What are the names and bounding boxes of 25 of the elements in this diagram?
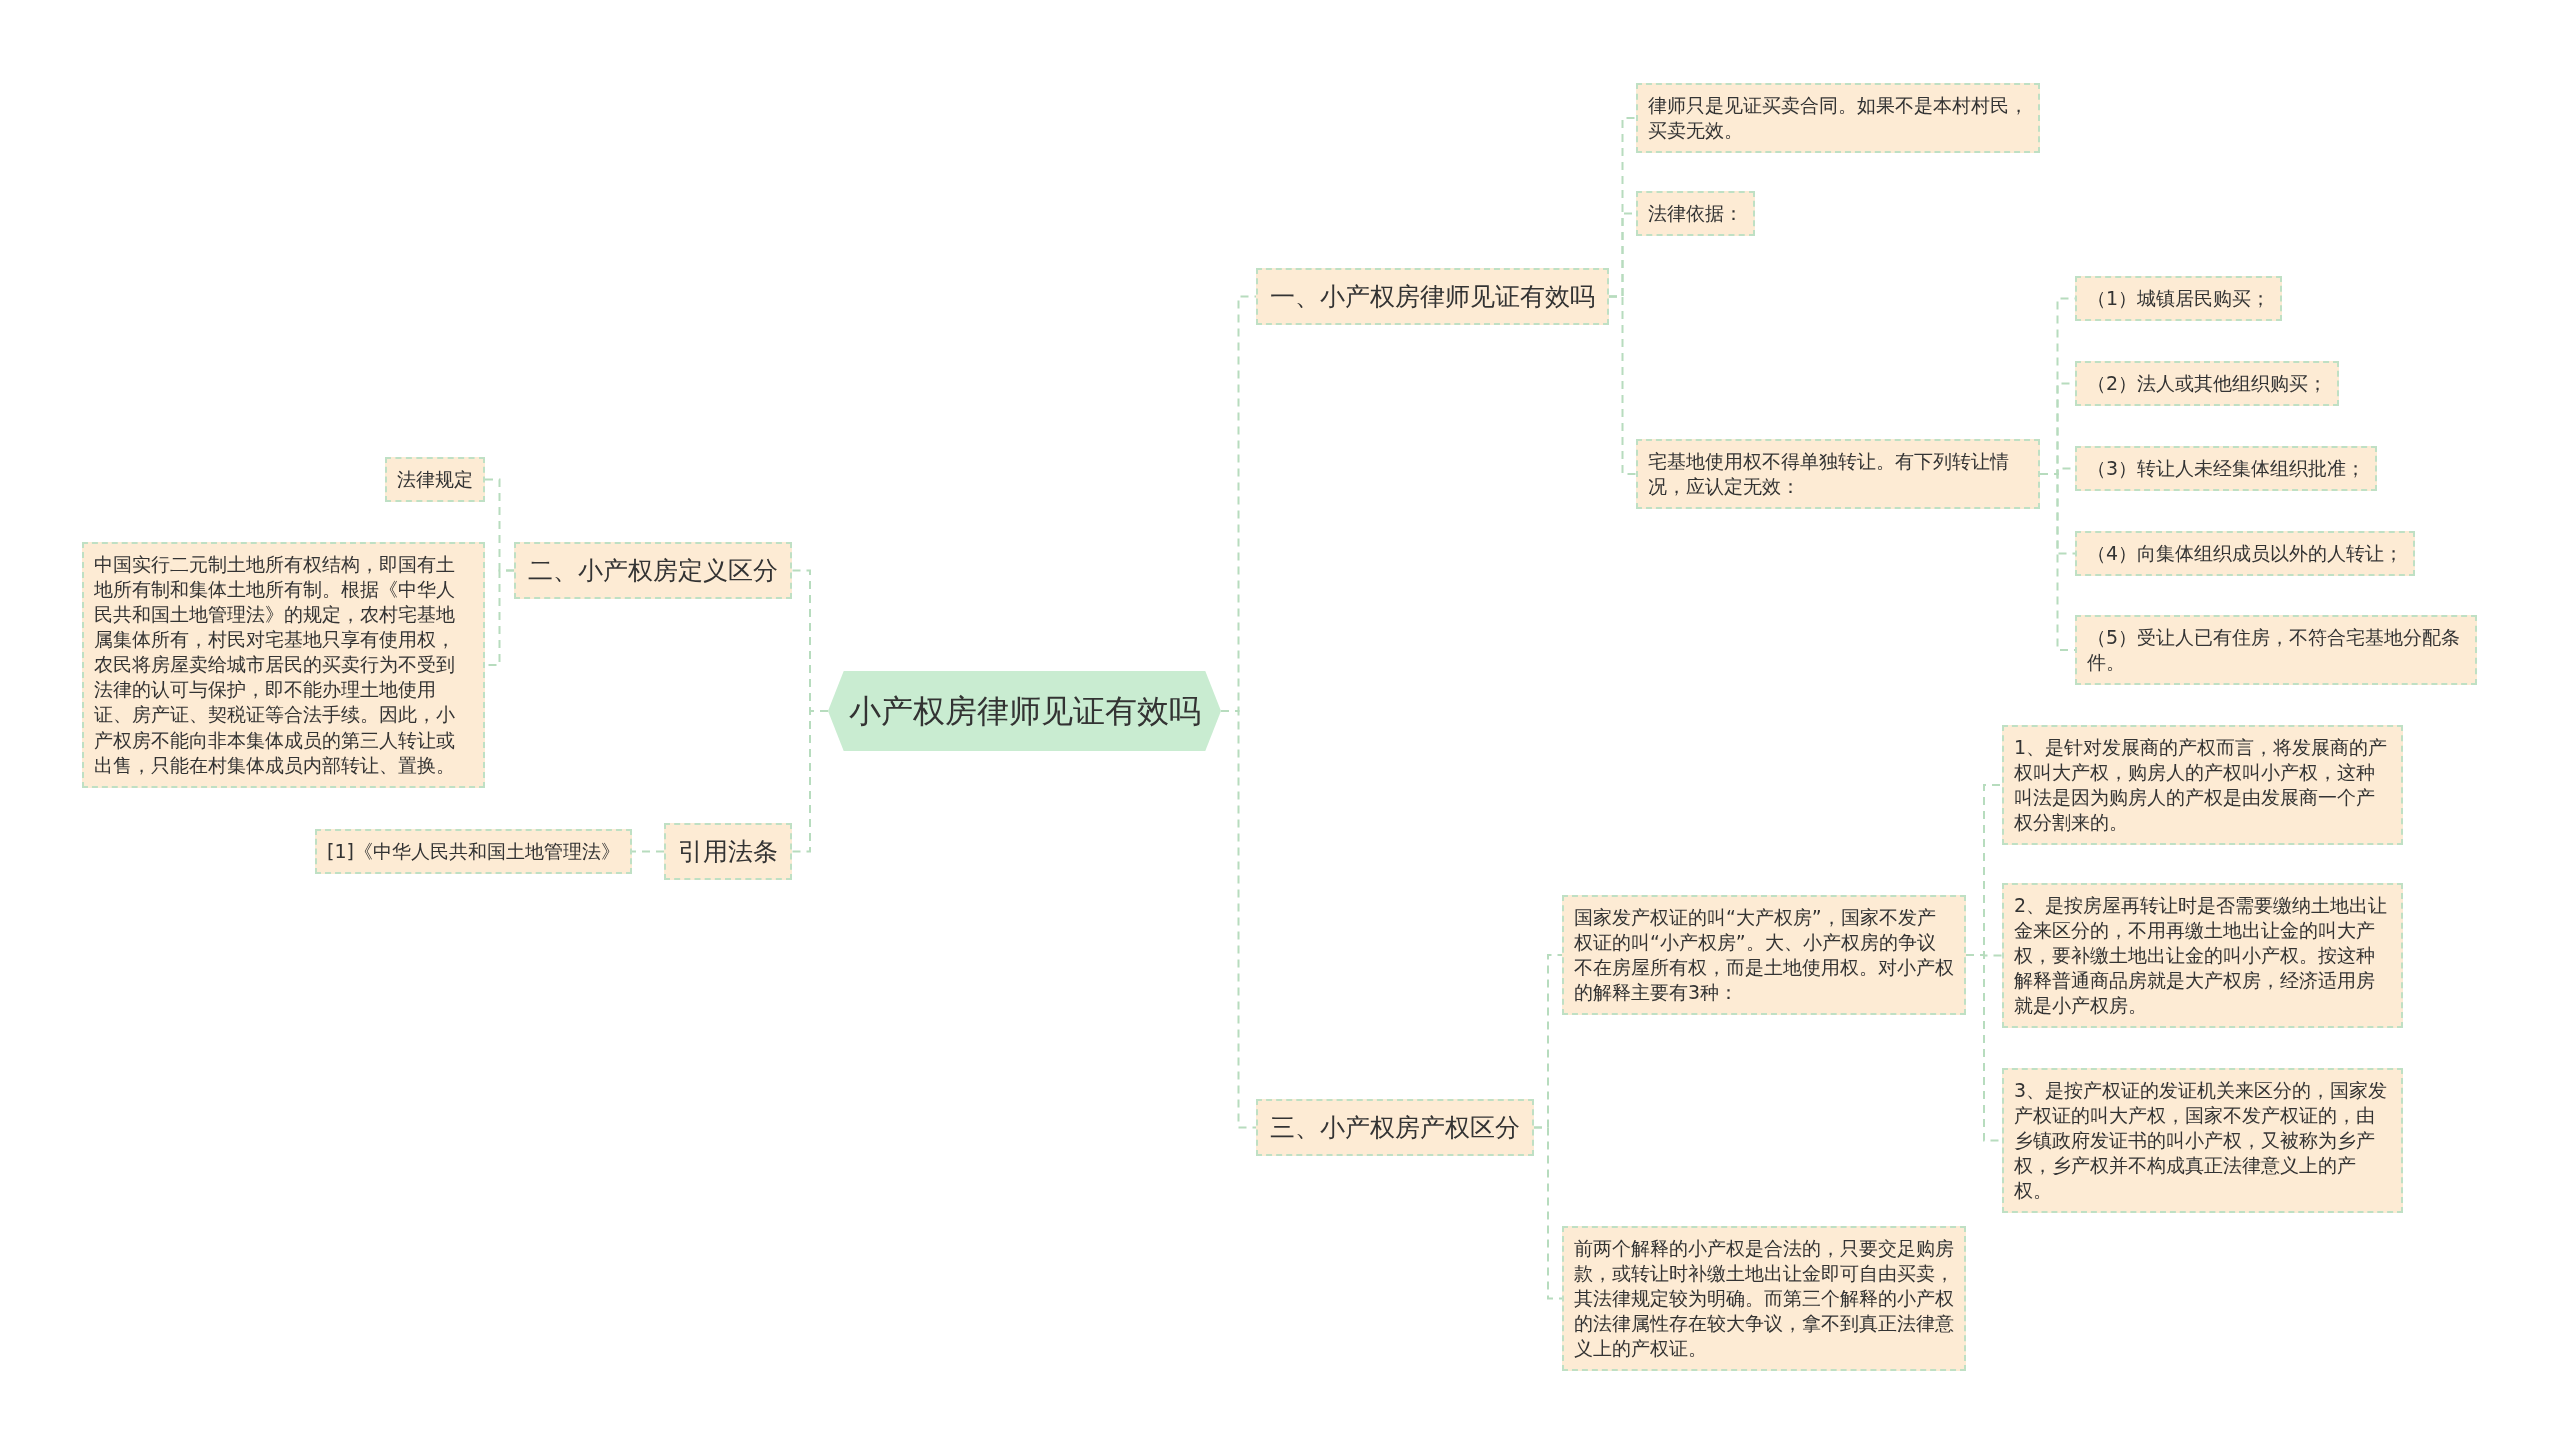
text-card: （3）转让人未经集体组织批准； xyxy=(2075,446,2378,492)
connector-line xyxy=(791,710,829,853)
text-card: 宅基地使用权不得单独转让。有下列转让情况，应认定无效： xyxy=(1636,439,2040,510)
branch-topic: 一、小产权房律师见证有效吗 xyxy=(1256,268,1609,325)
text-card: （2）法人或其他组织购买； xyxy=(2075,361,2340,407)
text-card: 中国实行二元制土地所有权结构，即国有土地所有制和集体土地所有制。根据《中华人民共和国土地管理法》的规定，农村宅基地属集体所有，村民对宅基地只享有使用权，农民将房屋卖给城市居民的买卖行为不受到法律的认可与保护，即不能办理土地使用证、房产证、契税证等合法手续。因此，小产权房不能向非本集体成员的第三人转让或出售，只能在村集体成员内部转让、置换。 xyxy=(82,542,485,788)
text-card: （1）城镇居民购买； xyxy=(2075,276,2283,322)
branch-topic: 二、小产权房定义区分 xyxy=(514,542,792,599)
text-card: [1]《中华人民共和国土地管理法》 xyxy=(315,829,632,875)
text-card: 国家发产权证的叫“大产权房”，国家不发产权证的叫“小产权房”。大、小产权房的争议不在房屋所有权，而是土地使用权。对小产权的解释主要有3种： xyxy=(1562,895,1966,1016)
text-card: 法律依据： xyxy=(1636,191,1755,237)
branch-topic: 三、小产权房产权区分 xyxy=(1256,1099,1534,1156)
text-card: （5）受让人已有住房，不符合宅基地分配条件。 xyxy=(2075,615,2477,686)
text-card: 1、是针对发展商的产权而言，将发展商的产权叫大产权，购房人的产权叫小产权，这种叫法是因为购房人的产权是由发展商一个产权分割来的。 xyxy=(2002,725,2403,846)
text-card: （4）向集体组织成员以外的人转让； xyxy=(2075,531,2416,577)
text-card: 前两个解释的小产权是合法的，只要交足购房款，或转让时补缴土地出让金即可自由买卖，其法律规定较为明确。而第三个解释的小产权的法律属性存在较大争议，拿不到真正法律意义上的产权证。 xyxy=(1562,1226,1966,1372)
branch-topic: 引用法条 xyxy=(664,823,792,880)
text-card: 3、是按产权证的发证机关来区分的，国家发产权证的叫大产权，国家不发产权证的，由乡镇政府发证书的叫小产权，又被称为乡产权，乡产权并不构成真正法律意义上的产权。 xyxy=(2002,1068,2403,1214)
text-card: 律师只是见证买卖合同。如果不是本村村民，买卖无效。 xyxy=(1636,83,2040,154)
text-card: 2、是按房屋再转让时是否需要缴纳土地出让金来区分的，不用再缴土地出让金的叫大产权，要补缴土地出让金的叫小产权。按这种解释普通商品房就是大产权房，经济适用房就是小产权房。 xyxy=(2002,883,2403,1029)
text-card: 法律规定 xyxy=(385,457,485,503)
connector-line xyxy=(1608,295,1637,475)
central-topic: 小产权房律师见证有效吗 xyxy=(828,671,1221,751)
connector-line xyxy=(1533,1126,1563,1300)
connector-line xyxy=(631,850,665,853)
